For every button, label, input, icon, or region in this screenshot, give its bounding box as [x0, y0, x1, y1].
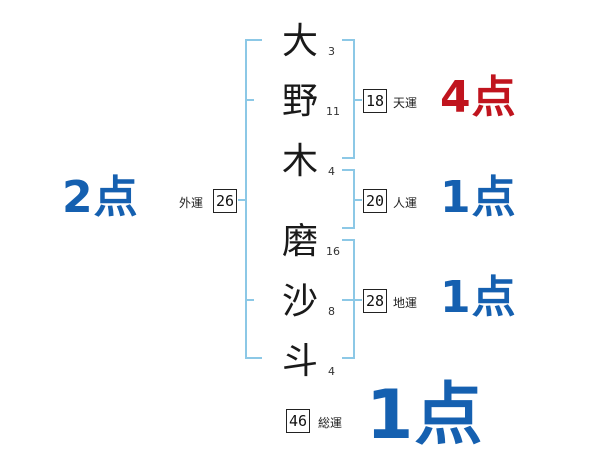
stroke-count-3: 4	[328, 165, 335, 178]
soun-label: 総運	[318, 416, 343, 430]
stroke-count-5: 8	[328, 305, 335, 318]
gaiun-bracket	[245, 39, 262, 359]
soun-score: 1点	[366, 376, 484, 455]
stroke-count-1: 3	[328, 45, 335, 58]
chiun-score: 1点	[440, 272, 517, 323]
gaiun-value-box: 26	[213, 189, 237, 213]
chiun-value-box: 28	[363, 289, 387, 313]
jinun-score: 1点	[440, 172, 517, 223]
name-char-5: 沙	[281, 281, 318, 322]
name-char-1: 大	[281, 21, 318, 62]
stroke-count-4: 16	[326, 245, 340, 258]
name-char-3: 木	[281, 141, 318, 182]
name-char-4: 磨	[281, 221, 318, 262]
jinun-label: 人運	[393, 196, 418, 210]
jinun-bracket	[342, 169, 355, 229]
jinun-value-box: 20	[363, 189, 387, 213]
gaiun-label: 外運	[179, 196, 204, 210]
name-char-6: 斗	[281, 341, 318, 382]
tenun-value-box: 18	[363, 89, 387, 113]
tenun-bracket	[342, 39, 355, 159]
chiun-label: 地運	[393, 296, 418, 310]
tenun-label: 天運	[393, 96, 418, 110]
stroke-count-2: 11	[326, 105, 340, 118]
name-char-2: 野	[281, 81, 318, 122]
tenun-score: 4点	[440, 72, 517, 123]
gaiun-score: 2点	[62, 172, 139, 223]
soun-value-box: 46	[286, 409, 310, 433]
stroke-count-6: 4	[328, 365, 335, 378]
